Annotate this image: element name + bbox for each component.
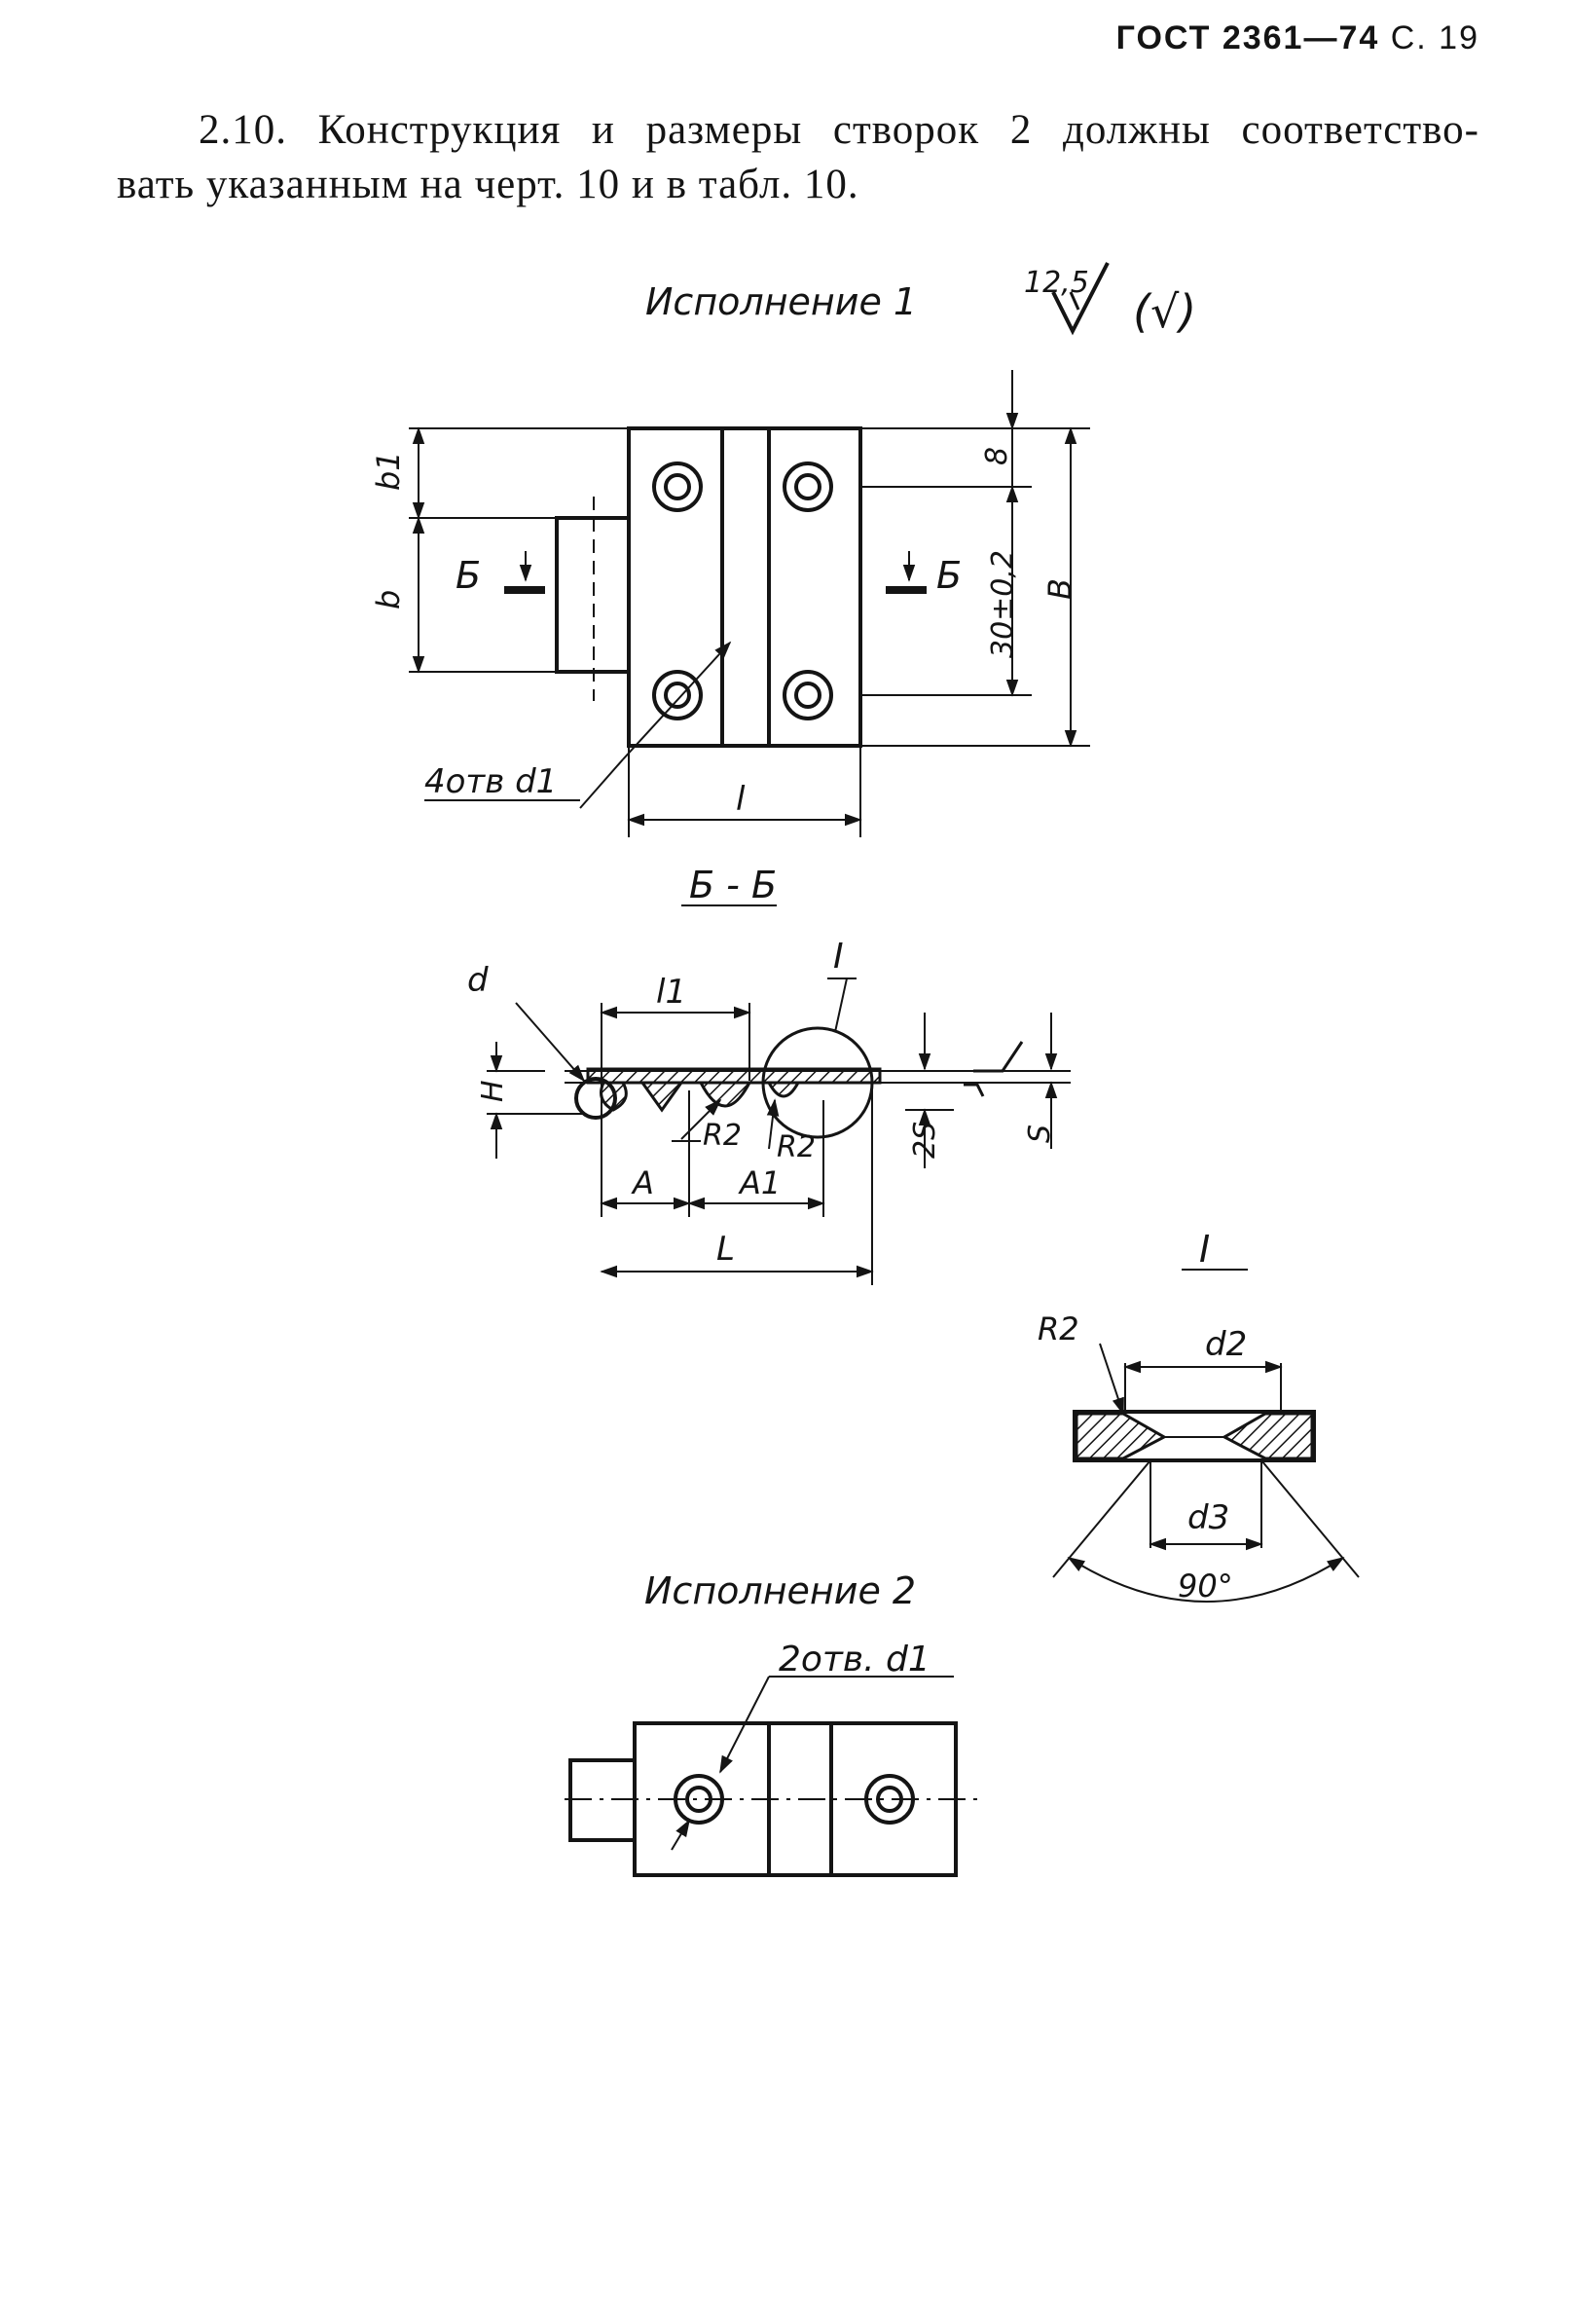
- label-l1: l1: [656, 973, 686, 1012]
- caption-variant-1: Исполнение 1: [645, 280, 918, 323]
- page-header: ГОСТ 2361—74 С. 19: [1116, 19, 1479, 57]
- leaf-outline: [627, 426, 862, 748]
- detail-title: I: [1199, 1228, 1210, 1271]
- leaf-right: [767, 426, 862, 748]
- label-2S: 2S: [908, 1122, 942, 1159]
- label-A1: A1: [738, 1164, 781, 1201]
- label-d3: d3: [1187, 1498, 1229, 1537]
- label-B: B: [1041, 578, 1078, 600]
- label-angle: 90°: [1178, 1568, 1233, 1605]
- label-l: l: [736, 780, 746, 819]
- paragraph-line-2: вать указанным на черт. 10 и в табл. 10.: [117, 162, 859, 207]
- label-section-left: Б: [456, 554, 481, 597]
- label-2-holes: 2отв. d1: [779, 1640, 930, 1679]
- detail-i: [1052, 1343, 1360, 1603]
- label-section-right: Б: [936, 554, 962, 597]
- label-d: d: [467, 961, 489, 1000]
- label-30: 30±0,2: [986, 550, 1020, 658]
- label-R2-detail: R2: [1038, 1310, 1079, 1347]
- page-number: С. 19: [1390, 19, 1479, 56]
- label-detail-ref: I: [833, 937, 844, 977]
- label-d2: d2: [1205, 1325, 1247, 1364]
- caption-variant-2: Исполнение 2: [644, 1569, 917, 1612]
- paragraph-line-1: 2.10. Конструкция и размеры створок 2 до…: [199, 107, 1479, 153]
- roughness-symbol: 12,5 (√): [1024, 262, 1196, 338]
- section-bb: [487, 978, 1071, 1285]
- variant-2-plan: [565, 1676, 983, 1877]
- hole-icon: [652, 461, 833, 720]
- label-S: S: [1023, 1125, 1057, 1143]
- label-R2-1: R2: [703, 1119, 742, 1153]
- roughness-bracket: (√): [1133, 285, 1196, 338]
- roughness-value: 12,5: [1024, 266, 1089, 300]
- label-A: A: [631, 1164, 654, 1201]
- hole-icon: [674, 1774, 915, 1825]
- label-R2-2: R2: [777, 1130, 816, 1164]
- label-8: 8: [980, 447, 1014, 465]
- label-b1: b1: [370, 451, 407, 491]
- section-title: Б - Б: [689, 864, 777, 906]
- variant-1-plan: [409, 370, 1090, 837]
- paragraph-2-10: 2.10. Конструкция и размеры створок 2 до…: [117, 103, 1479, 212]
- standard-number: ГОСТ 2361—74: [1115, 19, 1380, 56]
- label-L: L: [716, 1230, 735, 1269]
- label-b: b: [370, 590, 407, 609]
- label-H: H: [476, 1080, 510, 1102]
- label-4-holes: 4отв d1: [424, 762, 557, 801]
